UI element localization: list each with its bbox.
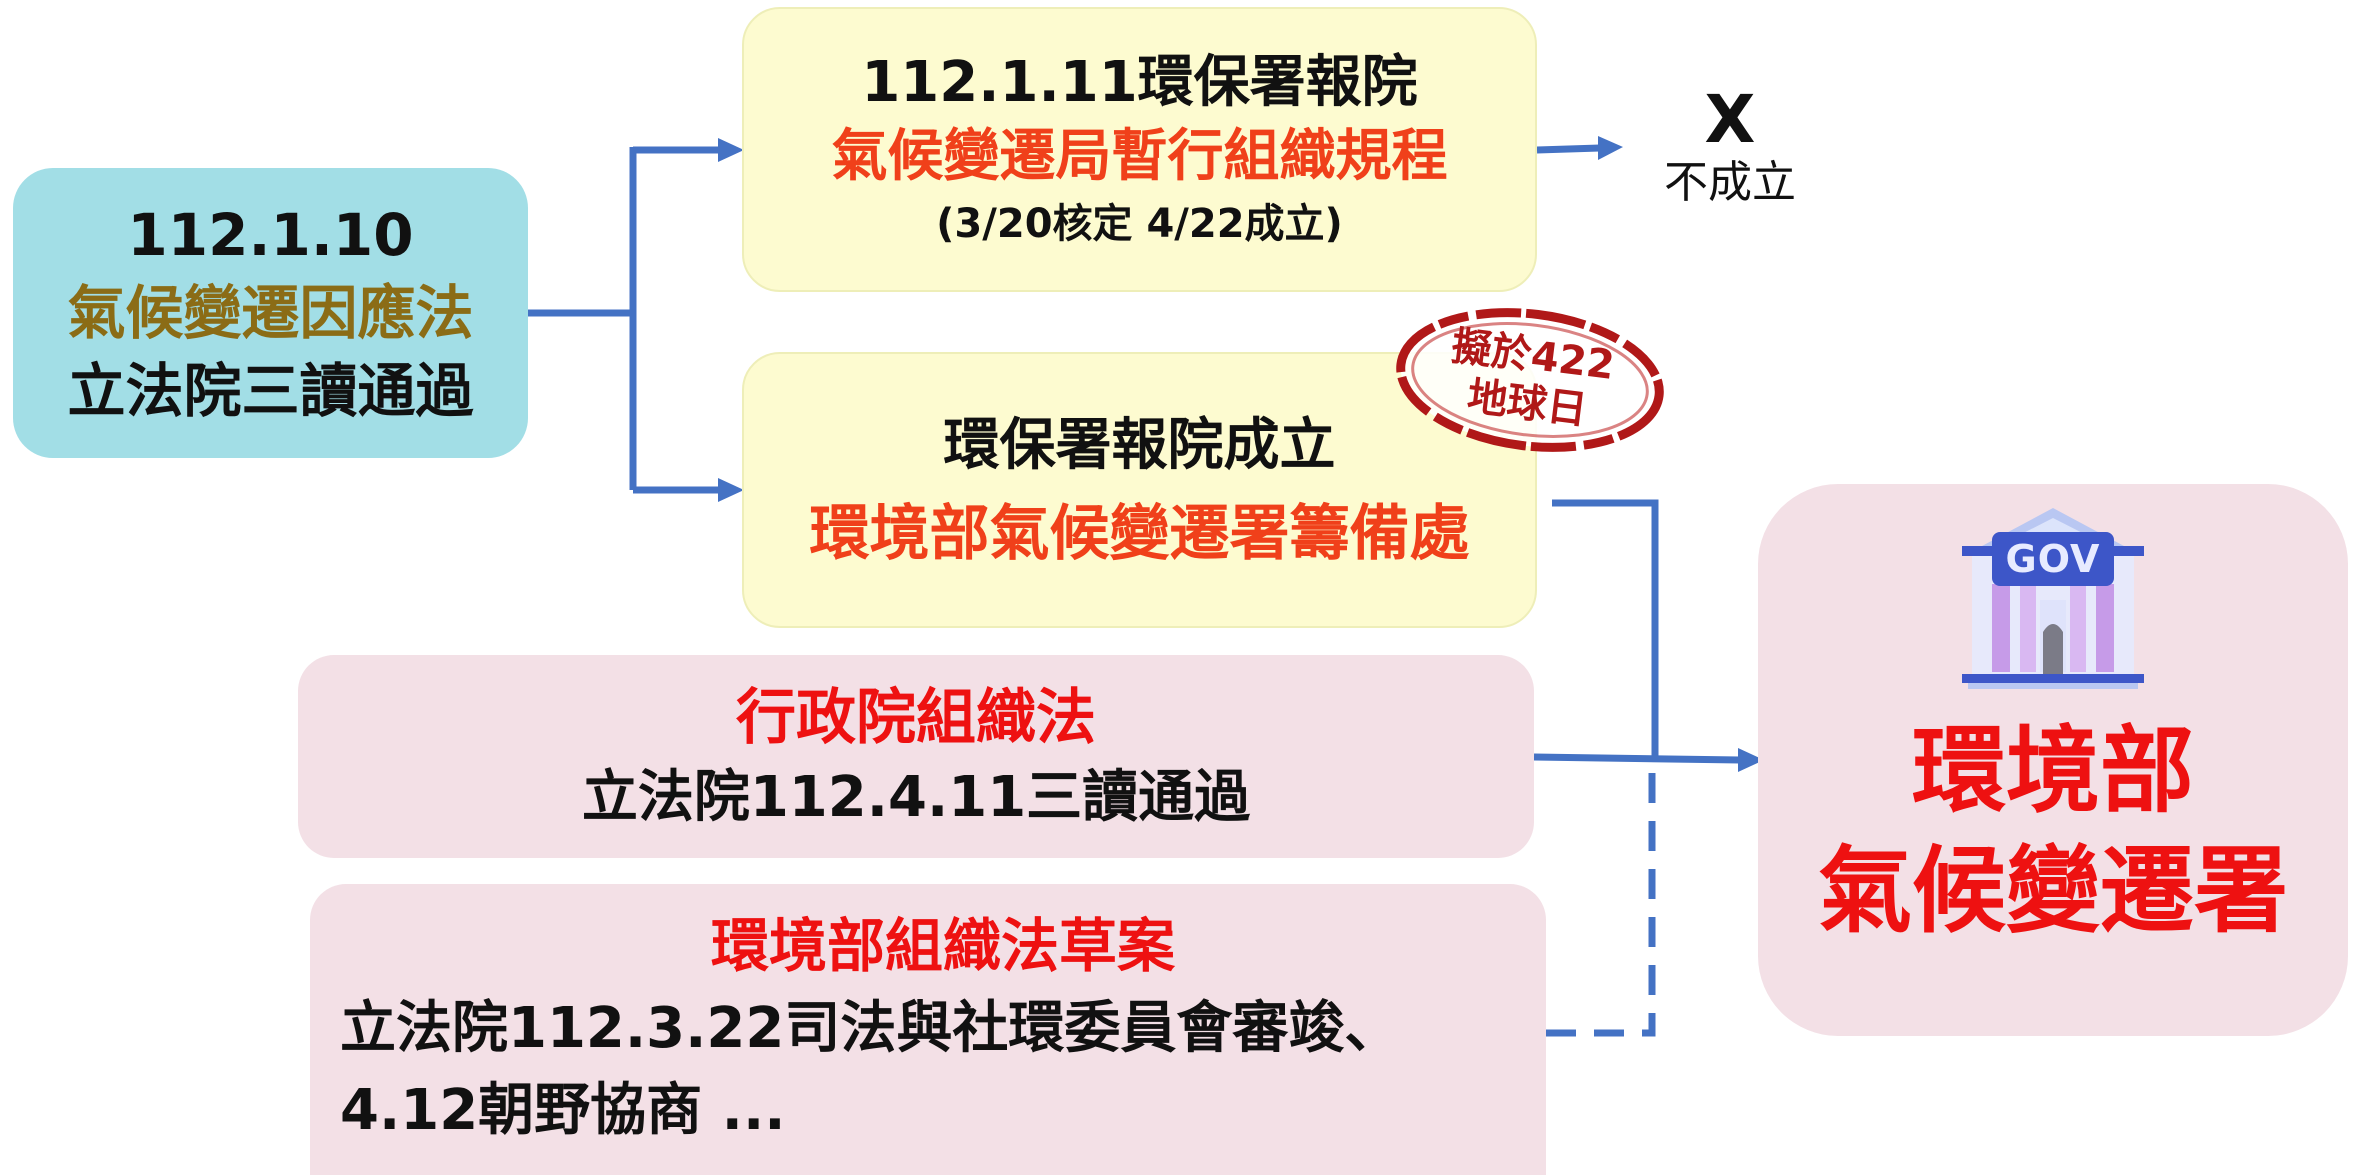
draft-line1: 立法院112.3.22司法與社環委員會審竣、: [340, 996, 1401, 1061]
gov-sign: GOV: [1992, 532, 2114, 586]
preparatory-office-box: 環保署報院成立 環境部氣候變遷署籌備處: [742, 352, 1537, 628]
draft-title: 環境部組織法草案: [710, 912, 1175, 980]
law-date: 112.1.10: [127, 201, 414, 269]
result-line1: 環境部: [1911, 717, 2194, 826]
draft-law-box: 環境部組織法草案 立法院112.3.22司法與社環委員會審竣、 4.12朝野協商…: [310, 884, 1546, 1175]
law-passed-box: 112.1.10 氣候變遷因應法 立法院三讀通過: [13, 168, 528, 458]
arrowhead-regulation: [718, 138, 744, 162]
x-mark: X: [1704, 81, 1756, 158]
law-status: 立法院三讀通過: [67, 357, 474, 425]
earth-day-stamp: 擬於422 地球日: [1371, 282, 1688, 477]
government-building-icon: GOV: [1948, 504, 2158, 694]
regulation-line2: 氣候變遷局暫行組織規程: [831, 123, 1448, 189]
arrowhead-not-established: [1598, 136, 1623, 160]
draft-line2: 4.12朝野協商 ...: [340, 1078, 786, 1143]
climate-change-agency-box: GOV 環境部 氣候變遷署: [1758, 484, 2348, 1036]
not-established: X 不成立: [1635, 72, 1825, 222]
not-established-label: 不成立: [1664, 157, 1796, 208]
regulation-line1: 112.1.11環保署報院: [861, 49, 1418, 115]
preparatory-line1: 環保署報院成立: [943, 413, 1336, 478]
exec-yuan-status: 立法院112.4.11三讀通過: [581, 764, 1251, 830]
regulation-box: 112.1.11環保署報院 氣候變遷局暫行組織規程 (3/20核定 4/22成立…: [742, 7, 1537, 292]
regulation-line3: (3/20核定 4/22成立): [936, 200, 1343, 247]
preparatory-to-result-line: [1552, 499, 1659, 760]
preparatory-line2: 環境部氣候變遷署籌備處: [809, 499, 1470, 569]
arrowhead-preparatory: [718, 478, 744, 502]
arrowhead-result: [1738, 748, 1764, 772]
exec-yuan-title: 行政院組織法: [736, 682, 1096, 753]
arrow-to-not-established: [1536, 144, 1601, 154]
law-name: 氣候變遷因應法: [67, 279, 474, 347]
draft-to-result-dashed-line: [1546, 770, 1656, 1037]
executive-yuan-law-box: 行政院組織法 立法院112.4.11三讀通過: [298, 655, 1534, 858]
exec-yuan-to-result-line: [1533, 753, 1741, 764]
gov-sign-label: GOV: [2005, 537, 2101, 581]
stamp-ring: [1396, 308, 1664, 452]
result-line2: 氣候變遷署: [1817, 837, 2288, 946]
